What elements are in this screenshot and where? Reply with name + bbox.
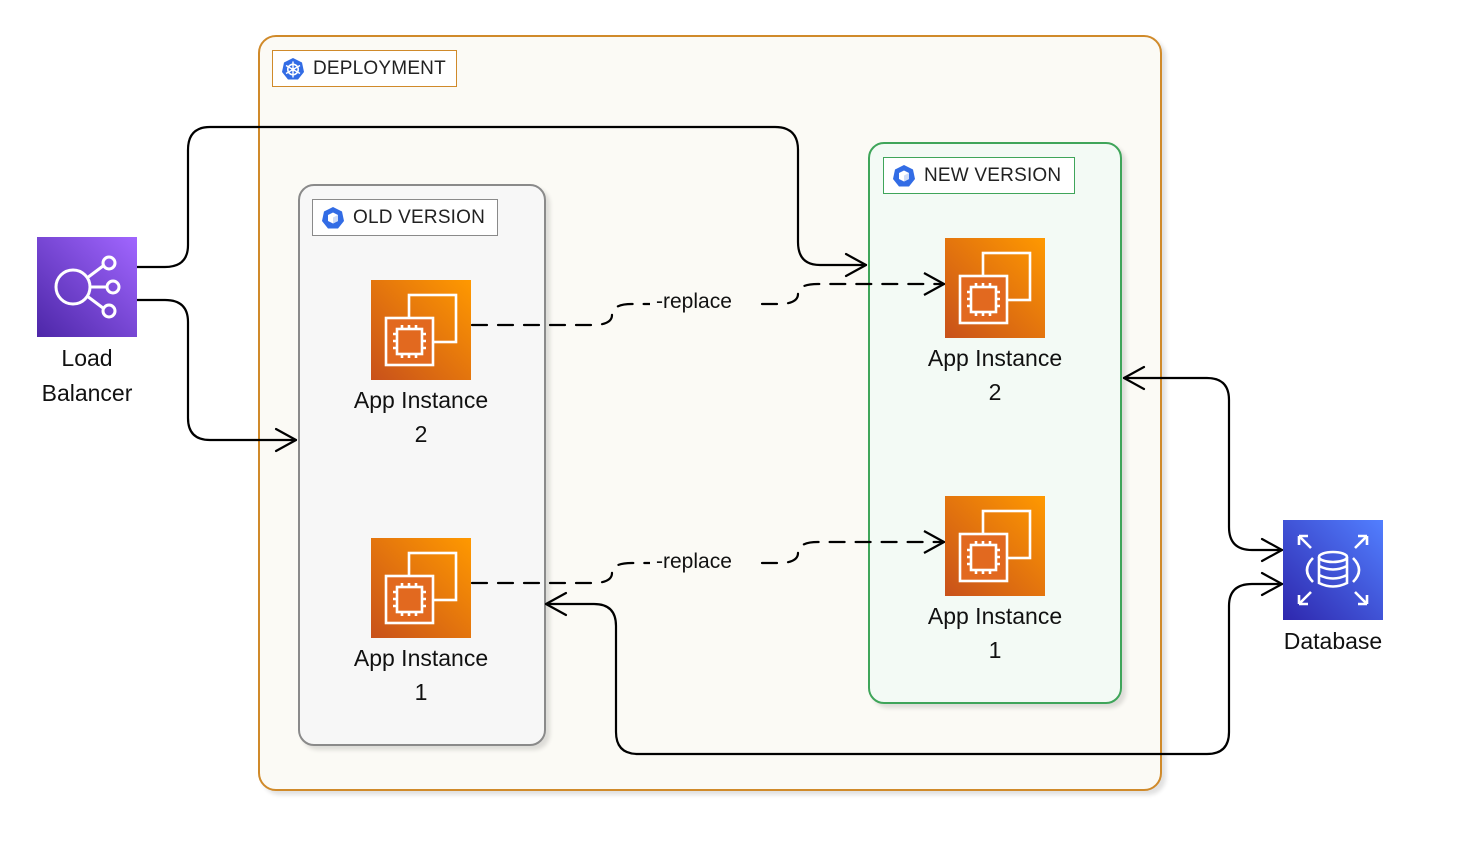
arrowhead	[923, 272, 946, 296]
instance-number: 2	[414, 421, 428, 447]
kubernetes-cube-icon	[322, 206, 344, 228]
load-balancer-line1: Load	[61, 345, 113, 371]
instance-number: 2	[988, 379, 1002, 405]
deployment-title: DEPLOYMENT	[313, 57, 446, 79]
instance-name: App Instance	[927, 345, 1063, 371]
old-version-tag: OLD VERSION	[312, 199, 498, 236]
edge-lb-to-old-version	[134, 298, 298, 442]
instance-name: App Instance	[927, 603, 1063, 629]
kubernetes-wheel-icon	[282, 57, 304, 79]
arrowhead	[1260, 571, 1284, 597]
arrowhead	[923, 530, 946, 554]
elastic-load-balancer-icon	[37, 237, 137, 337]
edge-replace-instance-1	[470, 540, 946, 585]
instance-number: 1	[988, 637, 1002, 663]
new-version-tag: NEW VERSION	[883, 157, 1075, 194]
arrowhead	[274, 427, 298, 453]
old-version-title: OLD VERSION	[353, 206, 486, 228]
load-balancer-line2: Balancer	[41, 380, 133, 406]
new-version-group	[868, 142, 1122, 704]
arrowhead	[1260, 537, 1284, 563]
instance-name: App Instance	[353, 645, 489, 671]
kubernetes-cube-icon	[893, 164, 915, 186]
ec2-instance-icon	[945, 496, 1045, 596]
new-version-title: NEW VERSION	[924, 164, 1062, 186]
database-label: Database	[1283, 628, 1383, 654]
rds-database-icon	[1283, 520, 1383, 620]
replace-label-1: -replace	[650, 550, 738, 574]
arrowhead	[544, 591, 568, 617]
arrowhead	[844, 252, 868, 278]
edge-db-to-new-version	[1122, 376, 1284, 552]
load-balancer-label: Load Balancer	[17, 341, 157, 411]
instance-number: 1	[414, 679, 428, 705]
edge-db-to-old-version	[544, 582, 1284, 756]
deployment-tag: DEPLOYMENT	[272, 50, 457, 87]
ec2-instance-icon	[371, 538, 471, 638]
new-instance-1-label: App Instance 1	[905, 599, 1085, 667]
arrowhead	[1122, 365, 1146, 391]
new-instance-2-label: App Instance 2	[905, 341, 1085, 409]
old-version-group	[298, 184, 546, 746]
replace-label-2: -replace	[650, 290, 738, 314]
old-instance-1-label: App Instance 1	[331, 641, 511, 709]
ec2-instance-icon	[371, 280, 471, 380]
old-instance-2-label: App Instance 2	[331, 383, 511, 451]
edge-lb-to-new-version	[134, 125, 868, 269]
ec2-instance-icon	[945, 238, 1045, 338]
instance-name: App Instance	[353, 387, 489, 413]
edge-replace-instance-2	[470, 282, 946, 327]
